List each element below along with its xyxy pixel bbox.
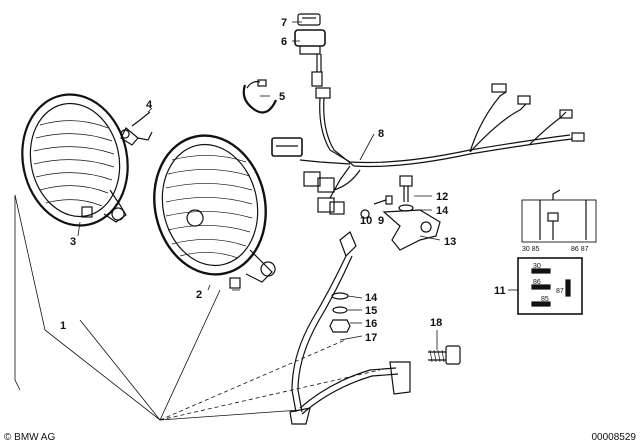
diagram-id: 00008529	[591, 432, 637, 443]
screw-and-washer[interactable]	[360, 195, 393, 219]
callout-14b: 14	[365, 292, 378, 304]
bolt-and-washer[interactable]	[398, 175, 414, 212]
relay-labels: 30 85 86 87 30 86 87 85	[522, 246, 589, 303]
strap-clamp[interactable]	[242, 79, 278, 114]
relay-pin-30: 30	[533, 263, 541, 270]
left-fog-lamp[interactable]	[10, 85, 139, 236]
leader-lines	[14, 21, 518, 421]
callout-8: 8	[378, 128, 384, 140]
callout-4: 4	[146, 99, 153, 111]
copyright-text: © BMW AG	[4, 432, 56, 443]
callout-10: 10	[360, 215, 372, 227]
callout-15: 15	[365, 305, 377, 317]
relay-schematic-left-label: 30 85	[522, 246, 540, 253]
callout-9: 9	[378, 215, 384, 227]
callout-6: 6	[281, 36, 287, 48]
relay-pin-87: 87	[556, 288, 564, 295]
callout-3: 3	[70, 236, 76, 248]
callout-18: 18	[430, 317, 442, 329]
relay-schematic	[521, 189, 597, 243]
callout-7: 7	[281, 17, 287, 29]
switch-assembly[interactable]	[294, 13, 331, 99]
callout-16: 16	[365, 318, 377, 330]
callout-17: 17	[365, 332, 377, 344]
callout-labels: 1 2 3 4 5 6 7 8 9 10 11 12 13 14 14 15 1…	[60, 17, 506, 344]
relay-pin-85: 85	[541, 296, 549, 303]
callout-5: 5	[279, 91, 285, 103]
support-rod[interactable]	[289, 231, 411, 425]
callout-2: 2	[196, 289, 202, 301]
washer-nut-stack[interactable]	[329, 292, 351, 333]
long-bolt[interactable]	[428, 345, 461, 365]
callout-14a: 14	[436, 205, 449, 217]
callout-12: 12	[436, 191, 448, 203]
mounting-bracket[interactable]	[382, 209, 441, 251]
right-fog-lamp[interactable]	[142, 125, 279, 289]
wiring-harness[interactable]	[271, 83, 585, 215]
callout-11: 11	[494, 285, 506, 297]
bulb-holder[interactable]	[120, 111, 153, 146]
relay-pin-86: 86	[533, 279, 541, 286]
callout-1: 1	[60, 320, 66, 332]
relay-schematic-right-label: 86 87	[571, 246, 589, 253]
relay[interactable]	[517, 257, 583, 315]
callout-13: 13	[444, 236, 456, 248]
